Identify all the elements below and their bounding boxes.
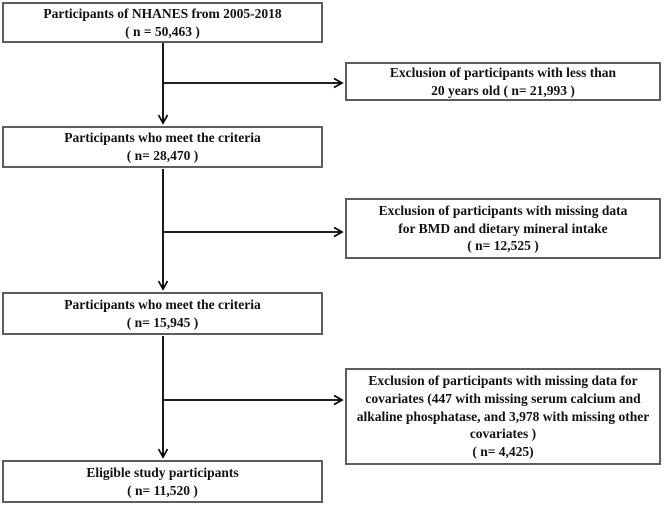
box-exclusion-missing-bmd-mineral: Exclusion of participants with missing d… (345, 198, 661, 259)
box-meet-criteria-1: Participants who meet the criteria ( n= … (2, 126, 323, 168)
box-meet-criteria-2: Participants who meet the criteria ( n= … (2, 292, 323, 335)
box-exclusion-missing-covariates: Exclusion of participants with missing d… (345, 368, 661, 465)
box-exclusion-age: Exclusion of participants with less than… (345, 62, 661, 101)
box-eligible-participants: Eligible study participants ( n= 11,520 … (2, 460, 323, 503)
box-nhanes-participants: Participants of NHANES from 2005-2018 ( … (2, 2, 323, 43)
